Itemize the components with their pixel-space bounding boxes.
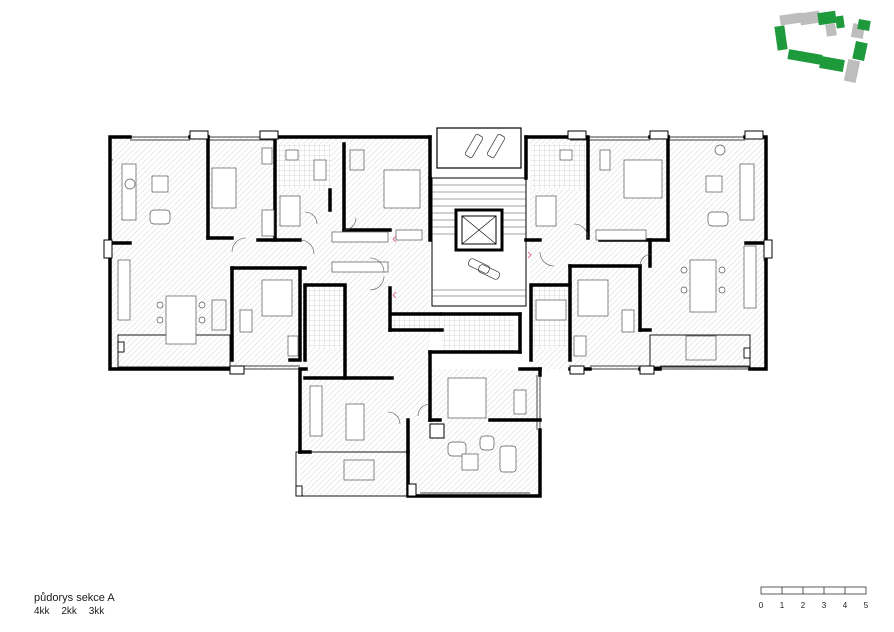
scale-label: 1	[779, 601, 785, 610]
entrance-markers	[392, 235, 532, 299]
furniture	[117, 144, 757, 481]
key-plan-section-a	[774, 10, 871, 72]
scale-label: 2	[800, 601, 806, 610]
scale-label: 4	[842, 601, 848, 610]
facade-piers	[103, 130, 773, 497]
scale-label: 0	[758, 601, 764, 610]
scale-bar-labels: 0 1 2 3 4 5	[756, 601, 868, 613]
balcony-top	[436, 127, 522, 169]
stair-core	[431, 177, 527, 307]
plan-caption: půdorys sekce A 4kk 2kk 3kk	[34, 592, 115, 618]
plan-title: půdorys sekce A	[34, 592, 115, 604]
scale-bar	[760, 586, 867, 595]
unit-type-label: 4kk	[34, 606, 50, 617]
unit-types: 4kk 2kk 3kk	[34, 606, 115, 618]
terraces	[117, 334, 751, 497]
scale-label: 5	[863, 601, 869, 610]
unit-type-label: 2kk	[61, 606, 77, 617]
doors	[231, 211, 653, 425]
key-plan-other-sections	[779, 10, 866, 84]
key-plan	[774, 10, 871, 84]
scale-label: 3	[821, 601, 827, 610]
floor-areas	[110, 137, 766, 496]
unit-type-label: 3kk	[88, 606, 105, 617]
